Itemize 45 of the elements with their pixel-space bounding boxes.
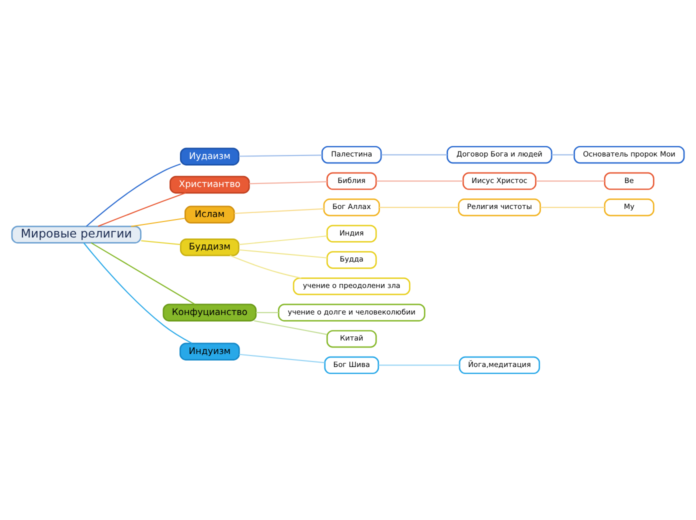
- node-box: Христиантво: [170, 176, 250, 194]
- connector: [141, 240, 181, 246]
- node-box: Индия: [326, 224, 377, 243]
- node-box: Мировые религии: [11, 226, 142, 244]
- connector: [131, 218, 186, 227]
- connector: [98, 192, 186, 227]
- connector: [376, 180, 464, 182]
- connector: [234, 208, 324, 214]
- node-box: Иудаизм: [180, 148, 240, 166]
- node-box: Китай: [326, 330, 377, 348]
- connector: [256, 312, 278, 314]
- connector: [238, 235, 328, 246]
- connector: [86, 164, 181, 227]
- connector: [238, 249, 328, 258]
- node-box: Индуизм: [180, 342, 240, 360]
- node-box: Бог Аллах: [323, 198, 380, 216]
- connector: [254, 320, 327, 335]
- connector: [379, 206, 458, 208]
- node-box: Библия: [326, 172, 377, 190]
- node-box: учение о долге и человеколюбии: [278, 304, 426, 322]
- node-box: Иисус Христос: [462, 172, 536, 190]
- node-box: Палестина: [321, 146, 382, 164]
- connector: [381, 154, 448, 156]
- node-box: Основатель пророк Мои: [574, 146, 685, 164]
- node-box: учение о преодолени зла: [292, 277, 410, 296]
- node-box: Будда: [326, 251, 377, 269]
- node-box: Договор Бога и людей: [446, 146, 552, 164]
- node-box: Конфуцианство: [162, 304, 257, 322]
- connector: [249, 181, 328, 184]
- connector: [83, 242, 192, 344]
- node-box: Буддизм: [180, 238, 240, 256]
- connector: [90, 242, 196, 305]
- node-box: Му: [604, 198, 654, 216]
- connector: [540, 206, 605, 208]
- connector: [239, 354, 325, 364]
- node-box: Йога,медитация: [458, 356, 540, 374]
- node-box: Бог Шива: [324, 356, 380, 374]
- node-box: Ислам: [184, 206, 235, 224]
- node-box: Ве: [604, 172, 654, 190]
- connector: [552, 154, 574, 156]
- node-box: Религия чистоты: [458, 198, 541, 216]
- connector: [536, 180, 605, 182]
- connector: [238, 154, 322, 157]
- connector: [230, 255, 302, 279]
- connector: [378, 364, 460, 366]
